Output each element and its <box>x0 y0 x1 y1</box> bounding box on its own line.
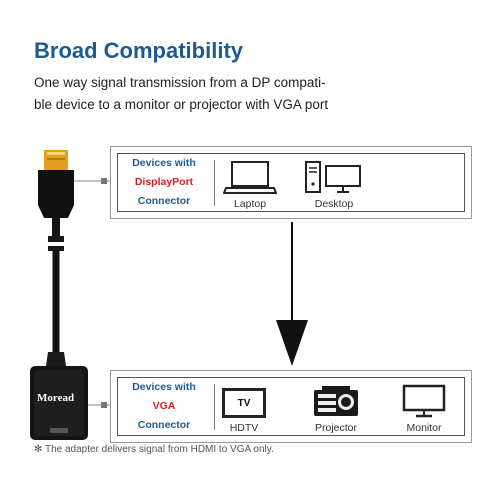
monitor-icon <box>402 384 446 418</box>
adapter-brand-label: Moread <box>37 392 75 404</box>
displayport-connector <box>38 150 74 251</box>
device-label: Monitor <box>406 422 442 434</box>
device-projector: Projector <box>308 382 364 434</box>
vga-devices-panel: Devices with VGA Connector TV HDTV Proje… <box>110 370 472 443</box>
device-label: HDTV <box>229 422 259 434</box>
tv-icon: TV <box>222 388 266 418</box>
panel-inner-frame: Devices with DisplayPort Connector Lapto… <box>117 153 465 212</box>
device-monitor: Monitor <box>398 382 450 434</box>
label-line-3: Connector <box>137 419 191 431</box>
vga-adapter <box>30 352 88 440</box>
projector-icon <box>314 386 358 416</box>
description-line-1: One way signal transmission from a DP co… <box>34 75 326 90</box>
panel-divider <box>214 384 215 430</box>
device-label: Laptop <box>233 198 267 210</box>
page-title: Broad Compatibility <box>34 38 244 63</box>
label-line-1: Devices with <box>132 157 196 169</box>
device-label: Projector <box>314 422 357 434</box>
device-label: Desktop <box>314 198 354 210</box>
panel-inner-frame: Devices with VGA Connector TV HDTV Proje… <box>117 377 465 436</box>
displayport-devices-panel: Devices with DisplayPort Connector Lapto… <box>110 146 472 219</box>
label-line-3: Connector <box>137 195 191 207</box>
panel-label: Devices with DisplayPort Connector <box>118 154 210 211</box>
label-line-1: Devices with <box>132 381 196 393</box>
tv-badge-text: TV <box>237 397 251 409</box>
label-line-2: VGA <box>152 400 176 412</box>
footnote: ✻ The adapter delivers signal from HDMI … <box>34 444 274 455</box>
panel-label: Devices with VGA Connector <box>118 378 210 435</box>
device-hdtv: TV HDTV <box>222 382 266 434</box>
description-line-2: ble device to a monitor or projector wit… <box>34 97 329 112</box>
panel-divider <box>214 160 215 206</box>
laptop-icon <box>223 161 277 194</box>
device-desktop: Desktop <box>300 158 368 210</box>
flow-arrow <box>276 222 308 366</box>
desktop-icon <box>305 161 361 193</box>
device-laptop: Laptop <box>222 158 278 210</box>
label-line-2: DisplayPort <box>134 176 194 188</box>
